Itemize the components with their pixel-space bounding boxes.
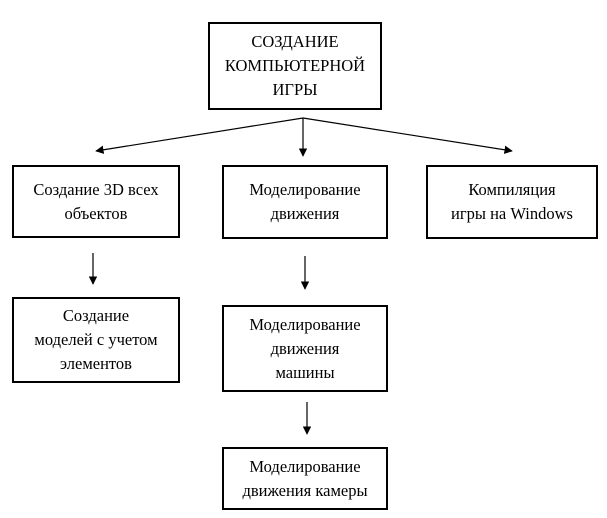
node-line: движения камеры: [242, 480, 368, 500]
node-line: Создание: [62, 306, 130, 325]
node-create-computer-game: СОЗДАНИЕ КОМПЬЮТЕРНОЙ ИГРЫ: [208, 22, 382, 110]
node-line: движения: [270, 338, 340, 358]
node-line: машины: [275, 362, 335, 382]
node-line: КОМПЬЮТЕРНОЙ: [224, 56, 366, 75]
node-line: объектов: [64, 203, 128, 223]
node-line: Компиляция: [468, 180, 556, 199]
node-line: игры на Windows: [451, 204, 573, 223]
node-camera-motion-modeling: Моделирование движения камеры: [222, 447, 388, 510]
edge-root-to-models3d: [95, 117, 304, 154]
node-line: ИГРЫ: [272, 80, 318, 99]
node-line: Создание 3D всех: [33, 179, 159, 199]
node-create-models: Создание моделей с учетом элементов: [12, 297, 180, 383]
node-line: Моделирование: [249, 456, 361, 476]
node-motion-modeling: Моделирование движения: [222, 165, 388, 239]
node-line: элементов: [60, 354, 132, 373]
node-line: Моделирование: [249, 314, 361, 334]
edge-root-to-compile: [302, 117, 513, 154]
node-create-3d-objects: Создание 3D всех объектов: [12, 165, 180, 238]
node-line: моделей с учетом: [34, 330, 158, 349]
node-car-motion-modeling: Моделирование движения машины: [222, 305, 388, 392]
node-line: движения: [270, 204, 340, 223]
node-line: Моделирование: [249, 180, 361, 199]
node-line: СОЗДАНИЕ: [251, 32, 339, 51]
node-compile-for-windows: Компиляция игры на Windows: [426, 165, 598, 239]
